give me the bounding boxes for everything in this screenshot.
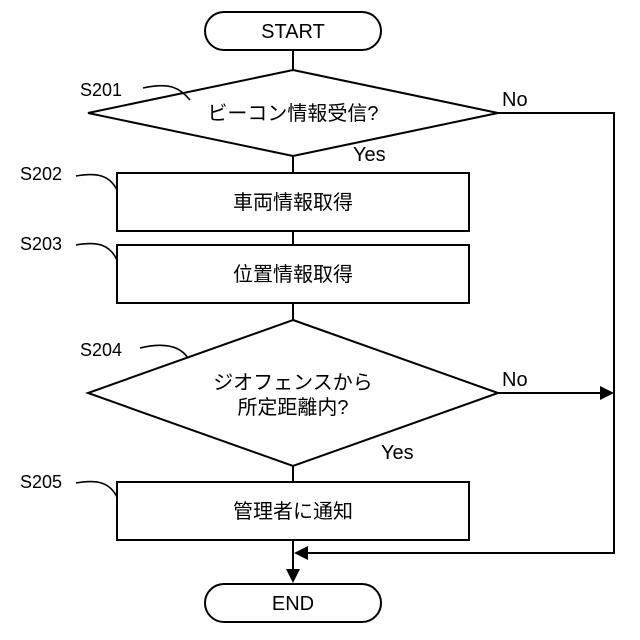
- leader-s202: [76, 175, 117, 190]
- process-s205: 管理者に通知: [117, 482, 469, 540]
- arrowhead-s204-no: [600, 386, 614, 400]
- process-s202: 車両情報取得: [117, 173, 469, 231]
- decision-s201: ビーコン情報受信?: [88, 70, 498, 156]
- end-label: END: [272, 593, 314, 615]
- process-s203-text: 位置情報取得: [233, 263, 353, 286]
- start-label: START: [261, 21, 325, 43]
- s201-yes-label: Yes: [353, 144, 386, 166]
- leader-s205: [76, 482, 117, 497]
- s204-yes-label: Yes: [381, 442, 414, 464]
- decision-s204-text-line2: 所定距離内?: [237, 396, 348, 419]
- step-id-s202: S202: [20, 164, 62, 184]
- end-terminal: END: [205, 584, 381, 622]
- leader-s203: [76, 244, 117, 260]
- process-s202-text: 車両情報取得: [233, 191, 353, 214]
- decision-s201-text: ビーコン情報受信?: [207, 102, 378, 125]
- process-s203: 位置情報取得: [117, 245, 469, 303]
- arrowhead-end: [286, 569, 300, 583]
- decision-s204-text-line1: ジオフェンスから: [213, 372, 373, 394]
- process-s205-text: 管理者に通知: [233, 500, 353, 523]
- s204-no-label: No: [502, 369, 528, 391]
- s201-no-label: No: [502, 89, 528, 111]
- decision-s204: ジオフェンスから 所定距離内?: [88, 320, 498, 466]
- step-id-s204: S204: [80, 340, 122, 360]
- start-terminal: START: [205, 12, 381, 50]
- step-id-s203: S203: [20, 234, 62, 254]
- step-id-s205: S205: [20, 472, 62, 492]
- arrowhead-merge: [294, 546, 308, 560]
- step-id-s201: S201: [80, 80, 122, 100]
- leader-s204: [140, 345, 188, 358]
